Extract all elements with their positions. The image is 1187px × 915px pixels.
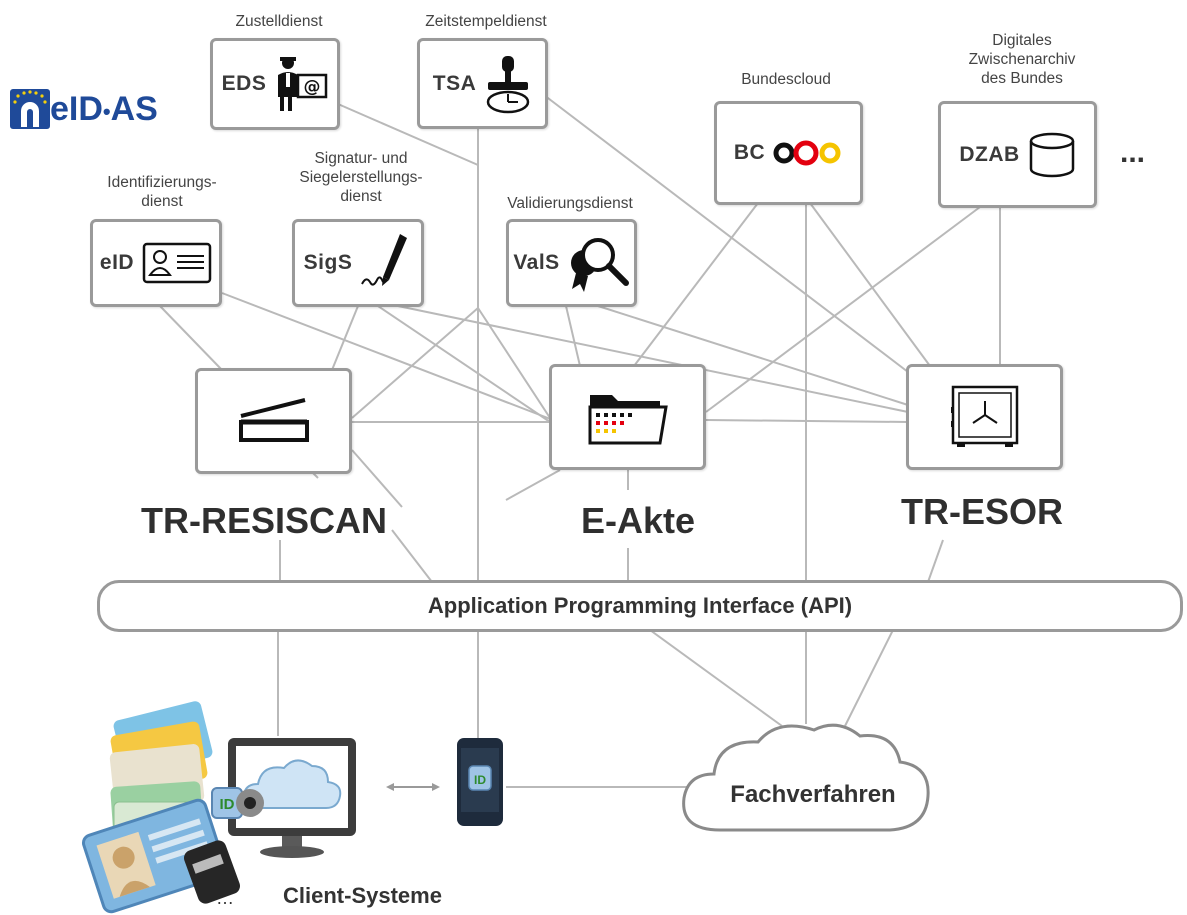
sigs-box[interactable]: SigS bbox=[292, 219, 424, 307]
magnifier-seal-icon bbox=[570, 238, 629, 292]
eakte-box[interactable] bbox=[549, 364, 706, 470]
folder-icon bbox=[588, 395, 668, 445]
resiscan-label: TR-RESISCAN bbox=[140, 500, 388, 541]
dzab-abbr: DZAB bbox=[959, 142, 1020, 166]
vals-abbr: ValS bbox=[513, 251, 560, 274]
eid-caption-line: dienst bbox=[141, 193, 183, 210]
eds-box[interactable]: EDS @ bbox=[210, 38, 340, 130]
client-systems-graphic: … ID bbox=[81, 701, 356, 914]
eakte-label: E-Akte bbox=[580, 500, 696, 541]
esor-label: TR-ESOR bbox=[901, 491, 1063, 532]
api-label: Application Programming Interface (API) bbox=[427, 593, 853, 618]
bc-caption: Bundescloud bbox=[741, 71, 831, 88]
postman-at-icon: @ bbox=[278, 57, 328, 111]
dzab-caption-line: Zwischenarchiv bbox=[968, 51, 1076, 68]
smartphone-icon: ID bbox=[457, 738, 503, 826]
vals-caption: Validierungsdienst bbox=[507, 195, 633, 212]
eds-abbr: EDS bbox=[221, 72, 267, 95]
sigs-caption-line: Siegelerstellungs- bbox=[299, 169, 423, 186]
eid-badge-icon: ID bbox=[211, 787, 264, 819]
logo-dot: • bbox=[102, 98, 111, 124]
usb-token-icon bbox=[184, 840, 240, 904]
cloud-icon bbox=[682, 723, 930, 832]
eid-caption: Identifizierungs- dienst bbox=[107, 173, 216, 211]
rings-icon bbox=[773, 140, 841, 166]
double-arrow-icon bbox=[386, 783, 440, 791]
sigs-caption: Signatur- und Siegelerstellungs- dienst bbox=[299, 149, 422, 206]
eid-box[interactable]: eID bbox=[90, 219, 222, 307]
svg-text:ID: ID bbox=[220, 796, 235, 813]
tsa-caption: Zeitstempeldienst bbox=[425, 13, 547, 30]
bc-abbr: BC bbox=[733, 141, 766, 164]
logo-id: ID bbox=[68, 89, 103, 128]
resiscan-box[interactable] bbox=[195, 368, 352, 474]
vals-box[interactable]: ValS bbox=[506, 219, 637, 307]
id-card-photo-icon bbox=[81, 798, 228, 914]
svg-text:ID: ID bbox=[474, 773, 486, 787]
database-icon bbox=[1029, 132, 1074, 177]
cards-more: … bbox=[216, 888, 234, 908]
sigs-caption-line: Signatur- und bbox=[314, 150, 408, 167]
dzab-caption-line: des Bundes bbox=[981, 70, 1063, 87]
sigs-abbr: SigS bbox=[303, 251, 353, 274]
sigs-caption-line: dienst bbox=[340, 188, 382, 205]
svg-text:@: @ bbox=[304, 77, 321, 97]
dzab-box[interactable]: DZAB bbox=[938, 101, 1097, 208]
more-services: ... bbox=[1120, 136, 1146, 169]
tsa-box[interactable]: TSA bbox=[417, 38, 548, 129]
dzab-caption: Digitales Zwischenarchiv des Bundes bbox=[969, 31, 1076, 88]
safe-icon bbox=[950, 385, 1018, 447]
dzab-caption-line: Digitales bbox=[992, 32, 1052, 49]
id-card-icon bbox=[142, 242, 212, 284]
client-systems-label: Client-Systeme bbox=[283, 883, 442, 908]
logo-as: AS bbox=[110, 89, 158, 128]
stamp-icon bbox=[487, 55, 530, 113]
eid-caption-line: Identifizierungs- bbox=[107, 174, 217, 191]
api-bar[interactable]: Application Programming Interface (API) bbox=[97, 580, 1183, 632]
bc-box[interactable]: BC bbox=[714, 101, 863, 205]
tsa-abbr: TSA bbox=[432, 71, 477, 95]
eu-lock-icon bbox=[10, 89, 50, 129]
logo-e: e bbox=[50, 89, 69, 128]
scanner-icon bbox=[238, 398, 309, 442]
cloud-label: Fachverfahren bbox=[730, 781, 896, 808]
eid-abbr: eID bbox=[99, 251, 135, 274]
eds-caption: Zustelldienst bbox=[235, 13, 323, 30]
esor-box[interactable] bbox=[906, 364, 1063, 470]
pen-icon bbox=[361, 234, 408, 286]
